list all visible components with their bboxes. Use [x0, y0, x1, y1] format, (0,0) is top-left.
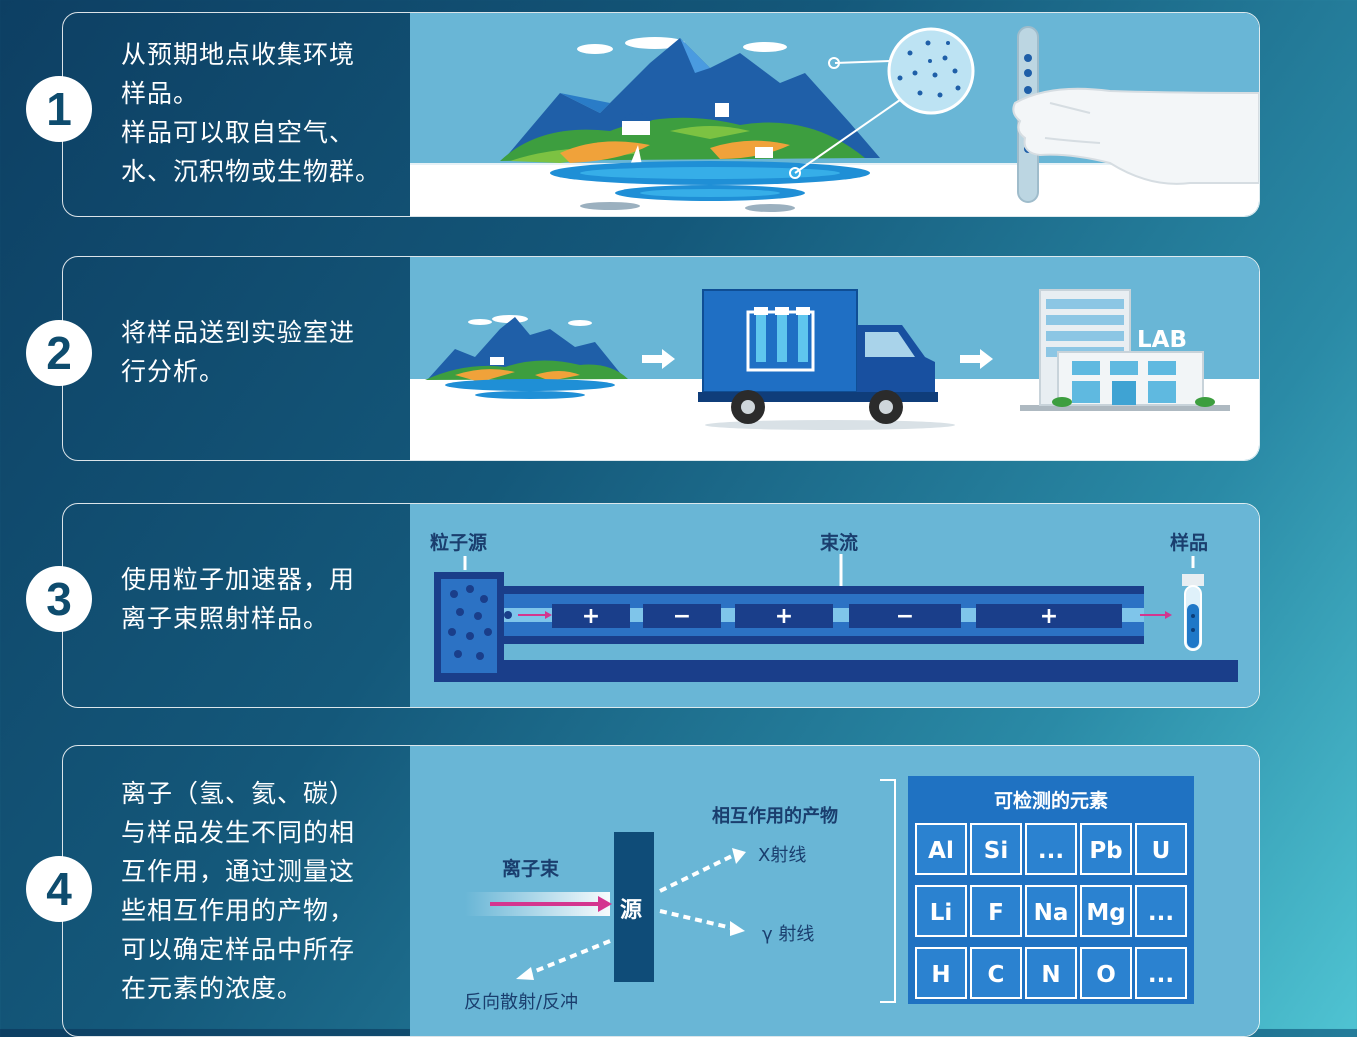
step-3-line: 使用粒子加速器，用	[121, 565, 356, 594]
step-4-line: 在元素的浓度。	[121, 974, 304, 1003]
segment-sign: +	[1040, 604, 1058, 629]
cloud-icon	[577, 37, 787, 54]
element-symbol: Al	[928, 838, 954, 864]
products-title: 相互作用的产物	[712, 806, 838, 827]
step-2-panel: 将样品送到实验室进 行分析。	[62, 256, 1260, 461]
step-4-line: 互作用，通过测量这	[121, 857, 356, 886]
accelerator-segment	[849, 604, 961, 628]
element-symbol: U	[1152, 838, 1171, 864]
step-3-text: 使用粒子加速器，用 离子束照射样品。	[121, 560, 391, 638]
glove-icon	[1012, 87, 1259, 185]
step-2-number: 2	[26, 320, 92, 386]
step-1-illustration	[410, 13, 1259, 216]
element-cell	[970, 947, 1022, 999]
arrow-right-icon	[642, 349, 993, 369]
step-1-line: 样品可以取自空气、	[121, 118, 356, 147]
element-symbol: Mg	[1086, 900, 1125, 926]
sample-label: 样品	[1170, 532, 1209, 554]
step-4-line: 与样品发生不同的相	[121, 818, 356, 847]
beam-label: 束流	[820, 532, 859, 554]
step-1-line: 从预期地点收集环境	[121, 40, 356, 69]
step-2-line: 将样品送到实验室进	[121, 318, 356, 347]
step-3-number: 3	[26, 566, 92, 632]
element-cell	[1135, 823, 1187, 875]
element-cell	[1025, 823, 1077, 875]
accelerator-segment	[643, 604, 721, 628]
arrow-icon	[732, 848, 746, 864]
step-1-line: 水、沉积物或生物群。	[121, 157, 382, 186]
lab-building-icon	[1020, 289, 1230, 411]
elements-title: 可检测的元素	[993, 790, 1108, 812]
gamma-label: γ 射线	[762, 924, 815, 945]
element-symbol: Pb	[1089, 838, 1122, 864]
element-symbol: ...	[1148, 962, 1174, 988]
source-block	[614, 832, 654, 982]
element-cell	[1135, 885, 1187, 937]
source-label: 源	[620, 898, 643, 923]
landscape-icon	[500, 38, 880, 212]
step-1-text: 从预期地点收集环境 样品。 样品可以取自空气、 水、沉积物或生物群。	[121, 35, 391, 191]
step-4-text: 离子（氢、氦、碳） 与样品发生不同的相 互作用，通过测量这 些相互作用的产物， …	[121, 774, 391, 1008]
step-1-line: 样品。	[121, 79, 200, 108]
accelerator-segment	[735, 604, 833, 628]
accelerator-segments: + − + − +	[552, 604, 1122, 629]
element-cell	[970, 885, 1022, 937]
segment-sign: +	[582, 604, 600, 629]
truck-icon	[698, 289, 955, 430]
element-symbol: F	[988, 900, 1004, 926]
step-4-line: 些相互作用的产物，	[121, 896, 356, 925]
element-symbol: C	[988, 962, 1005, 988]
segment-sign: −	[896, 604, 914, 629]
element-cell	[1080, 885, 1132, 937]
element-cell	[915, 823, 967, 875]
sample-tube-icon	[1182, 574, 1204, 651]
element-cell	[970, 823, 1022, 875]
element-grid: Al Si... Pb U Li F Na Mg... H C N O...	[915, 823, 1187, 999]
element-symbol: Na	[1034, 900, 1069, 926]
segment-sign: −	[673, 604, 691, 629]
element-symbol: ...	[1148, 900, 1174, 926]
element-cell	[1025, 885, 1077, 937]
step-1-number: 1	[26, 76, 92, 142]
step-4-line: 可以确定样品中所存	[121, 935, 356, 964]
backscatter-label: 反向散射/反冲	[464, 992, 579, 1013]
step-4-illustration: Al Si... Pb U Li F Na Mg... H C N O... 离子束 源 相互作用的产…	[410, 746, 1259, 1036]
arrow-icon	[516, 967, 534, 980]
step-3-line: 离子束照射样品。	[121, 604, 330, 633]
element-symbol: O	[1096, 962, 1116, 988]
landscape-icon	[425, 315, 628, 399]
element-symbol: Si	[984, 838, 1008, 864]
step-3-panel: 使用粒子加速器，用 离子束照射样品。	[62, 503, 1260, 708]
step-2-line: 行分析。	[121, 357, 226, 386]
element-cell	[1080, 823, 1132, 875]
element-symbol: Li	[930, 900, 953, 926]
step-4-line: 离子（氢、氦、碳）	[121, 779, 356, 808]
element-symbol: H	[931, 962, 950, 988]
accelerator-segment	[552, 604, 630, 628]
xray-label: X射线	[758, 845, 807, 866]
step-3-illustration: + − + − + 粒子源 束流 样品	[410, 504, 1259, 707]
ion-source-icon	[434, 572, 504, 680]
element-cell	[1080, 947, 1132, 999]
step-2-text: 将样品送到实验室进 行分析。	[121, 313, 391, 391]
magnifier-icon	[789, 27, 975, 179]
element-symbol: N	[1041, 962, 1060, 988]
ion-beam-label: 离子束	[502, 858, 560, 880]
element-cell	[1135, 947, 1187, 999]
element-cell	[1025, 947, 1077, 999]
lab-sign: LAB	[1137, 327, 1187, 353]
step-4-panel: 离子（氢、氦、碳） 与样品发生不同的相 互作用，通过测量这 些相互作用的产物， …	[62, 745, 1260, 1037]
element-symbol: ...	[1038, 838, 1064, 864]
element-cell	[915, 885, 967, 937]
element-cell	[915, 947, 967, 999]
arrow-icon	[730, 921, 745, 936]
step-4-number: 4	[26, 856, 92, 922]
segment-sign: +	[775, 604, 793, 629]
step-2-illustration: LAB	[410, 257, 1259, 460]
accelerator-segment	[976, 604, 1122, 628]
step-1-panel: 从预期地点收集环境 样品。 样品可以取自空气、 水、沉积物或生物群。	[62, 12, 1260, 217]
particle-source-label: 粒子源	[430, 532, 488, 554]
